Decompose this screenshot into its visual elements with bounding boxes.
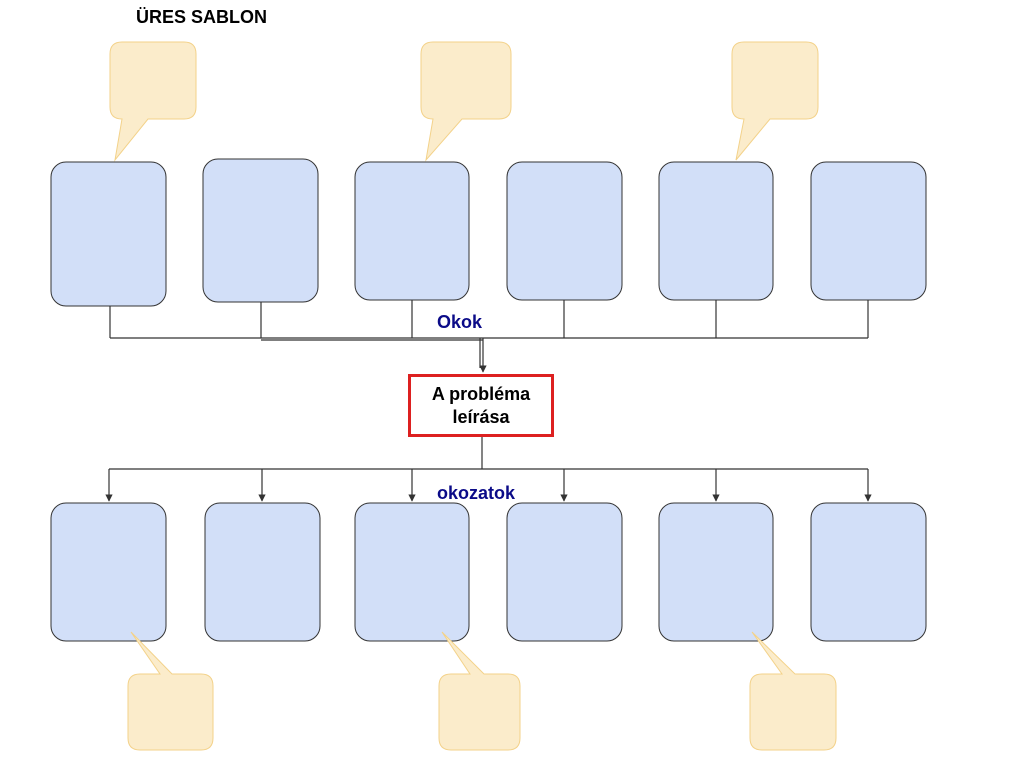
problem-description-box[interactable]: A probléma leírása	[408, 374, 554, 437]
problem-line-1: A probléma	[431, 383, 531, 404]
cause-box-3[interactable]	[354, 161, 470, 301]
page-title: ÜRES SABLON	[136, 7, 268, 27]
effects-label: okozatok	[437, 483, 516, 503]
cause-box-6[interactable]	[810, 161, 927, 301]
top-callouts	[109, 41, 819, 162]
effect-box-4[interactable]	[506, 502, 623, 642]
callout-top-2[interactable]	[420, 41, 512, 162]
effect-box-2[interactable]	[204, 502, 321, 642]
effect-box-5[interactable]	[658, 502, 774, 642]
causes-label: Okok	[437, 312, 483, 332]
cause-box-2[interactable]	[202, 158, 319, 303]
cause-box-4[interactable]	[506, 161, 623, 301]
bottom-callouts	[127, 631, 837, 751]
callout-top-1[interactable]	[109, 41, 197, 162]
effect-box-1[interactable]	[50, 502, 167, 642]
effect-box-3[interactable]	[354, 502, 470, 642]
effect-connectors	[105, 437, 872, 502]
cause-boxes	[50, 158, 927, 307]
cause-box-5[interactable]	[658, 161, 774, 301]
effect-boxes	[50, 502, 927, 642]
cause-box-1[interactable]	[50, 161, 167, 307]
callout-top-3[interactable]	[731, 41, 819, 161]
cause-connectors	[109, 300, 869, 373]
callout-bottom-1[interactable]	[127, 631, 214, 751]
effect-box-6[interactable]	[810, 502, 927, 642]
problem-line-2: leírása	[452, 406, 510, 427]
callout-bottom-2[interactable]	[438, 631, 521, 751]
callout-bottom-3[interactable]	[749, 631, 837, 751]
